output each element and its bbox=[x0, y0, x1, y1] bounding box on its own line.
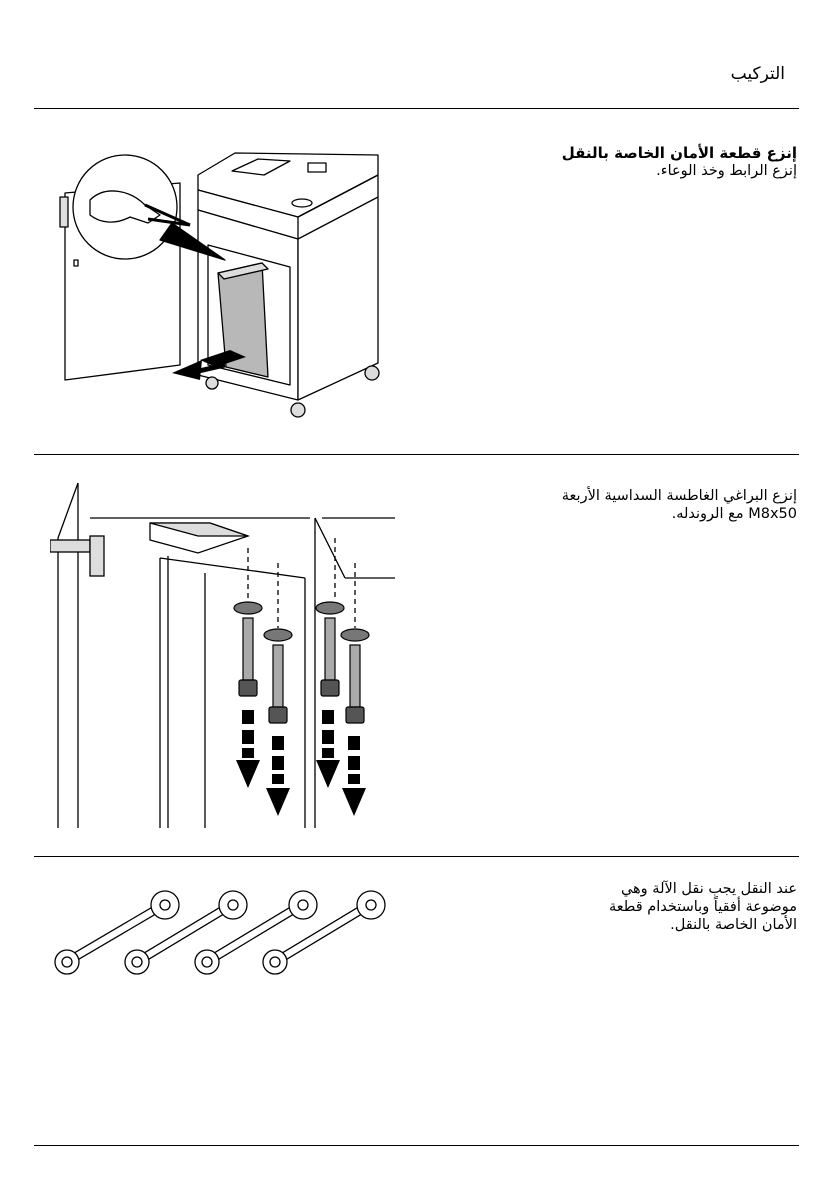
shredder-cabinet-figure bbox=[50, 145, 400, 420]
bolt-removal-figure bbox=[50, 478, 400, 833]
bolt-icon bbox=[55, 891, 179, 974]
bolt-icon bbox=[234, 602, 369, 723]
divider-top bbox=[34, 108, 799, 109]
bolt-icon bbox=[263, 891, 385, 974]
section-3-text: عند النقل يجب نقل الآلة وهي موضوعة أفقيا… bbox=[467, 880, 797, 934]
section-2-line-1: إنزع البراغي الغاطسة السداسية الأربعة bbox=[467, 487, 797, 505]
divider-1 bbox=[34, 454, 799, 455]
divider-bottom bbox=[34, 1145, 799, 1146]
section-2-line-2: M8x50 مع الروندله. bbox=[467, 505, 797, 523]
divider-2 bbox=[34, 856, 799, 857]
section-2-text: إنزع البراغي الغاطسة السداسية الأربعة M8… bbox=[467, 487, 797, 523]
arrow-down-icon bbox=[236, 710, 366, 816]
section-1-line: إنزع الرابط وخذ الوعاء. bbox=[467, 162, 797, 180]
bolt-icon bbox=[125, 891, 247, 974]
section-3-line-3: الأمان الخاصة بالنقل. bbox=[467, 916, 797, 934]
bolt-icon bbox=[195, 891, 317, 974]
section-1-heading: إنزع قطعة الأمان الخاصة بالنقل bbox=[467, 144, 797, 162]
section-3-line-2: موضوعة أفقياً وباستخدام قطعة bbox=[467, 898, 797, 916]
page-title: التركيب bbox=[731, 64, 785, 84]
bolts-with-washers-figure bbox=[45, 875, 405, 985]
section-3-line-1: عند النقل يجب نقل الآلة وهي bbox=[467, 880, 797, 898]
section-1-text: إنزع قطعة الأمان الخاصة بالنقل إنزع الرا… bbox=[467, 144, 797, 180]
